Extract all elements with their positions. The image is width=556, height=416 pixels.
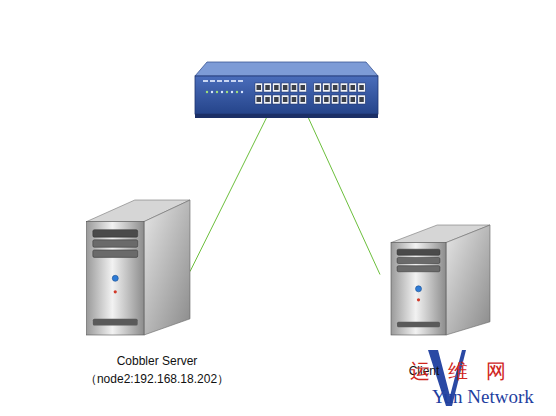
switch-port-hole xyxy=(257,97,262,102)
switch-port xyxy=(323,83,331,92)
server-front xyxy=(391,243,446,335)
switch-base xyxy=(195,114,378,118)
switch-port-hole xyxy=(274,85,279,90)
switch-port xyxy=(314,83,322,92)
node-label-box: Cobbler Server（node2:192.168.18.202） xyxy=(27,352,287,388)
server-drive-bay xyxy=(397,249,440,255)
switch-marking xyxy=(203,80,208,82)
switch-port xyxy=(255,95,263,104)
switch-top xyxy=(195,62,378,76)
switch-port-hole xyxy=(359,97,364,102)
switch-marking xyxy=(217,80,222,82)
switch-port-hole xyxy=(301,85,306,90)
switch-port-hole xyxy=(324,97,329,102)
switch-port xyxy=(340,83,348,92)
switch-led xyxy=(241,91,243,93)
server-front xyxy=(87,222,145,335)
switch-led xyxy=(236,91,238,93)
server-side xyxy=(144,200,190,335)
switch-port xyxy=(331,83,339,92)
switch-port-hole xyxy=(315,97,320,102)
switch-led xyxy=(216,91,218,93)
switch-front xyxy=(195,76,378,114)
server-icon xyxy=(75,200,190,335)
switch-led xyxy=(211,91,213,93)
switch-port xyxy=(314,95,322,104)
switch-port xyxy=(281,95,289,104)
server-power-led xyxy=(416,286,422,292)
server-drive-bay xyxy=(93,250,138,257)
node-name: Cobbler Server xyxy=(27,352,287,370)
node-address: （node2:192.168.18.202） xyxy=(27,370,287,388)
watermark-text: 运维网 xyxy=(410,358,524,385)
switch-marking xyxy=(231,80,236,82)
network-link xyxy=(308,118,380,275)
switch-led xyxy=(221,91,223,93)
switch-port-hole xyxy=(333,85,338,90)
switch-port-hole xyxy=(283,97,288,102)
server-node: Cobbler Server（node2:192.168.18.202） xyxy=(75,200,190,335)
switch-port-hole xyxy=(274,97,279,102)
server-node: Client xyxy=(380,225,490,335)
server-slot xyxy=(93,319,138,326)
switch-port-hole xyxy=(333,97,338,102)
switch-port-hole xyxy=(359,85,364,90)
switch-port xyxy=(290,95,298,104)
server-side xyxy=(446,225,490,335)
switch-port xyxy=(358,95,366,104)
switch-led xyxy=(231,91,233,93)
switch-port-hole xyxy=(315,85,320,90)
switch-port xyxy=(323,95,331,104)
switch-port-hole xyxy=(292,85,297,90)
switch-led xyxy=(206,91,208,93)
switch-port-hole xyxy=(265,97,270,102)
switch-port-hole xyxy=(342,97,347,102)
server-drive-bay xyxy=(93,240,138,247)
switch-port-hole xyxy=(283,85,288,90)
switch-port xyxy=(358,83,366,92)
network-link xyxy=(190,118,266,272)
server-slot xyxy=(397,322,440,328)
switch-port xyxy=(290,83,298,92)
switch-port xyxy=(349,83,357,92)
watermark-text: Yun Network xyxy=(432,386,534,408)
server-power-led xyxy=(112,275,118,281)
switch-port-hole xyxy=(301,97,306,102)
switch-port xyxy=(273,83,281,92)
switch-port xyxy=(255,83,263,92)
switch-port-hole xyxy=(342,85,347,90)
switch-port xyxy=(299,95,307,104)
switch-port-hole xyxy=(265,85,270,90)
switch-port xyxy=(349,95,357,104)
switch-port-hole xyxy=(292,97,297,102)
server-drive-bay xyxy=(397,266,440,272)
server-icon xyxy=(380,225,490,335)
server-status-led xyxy=(114,290,117,293)
switch-marking xyxy=(238,80,243,82)
switch-port-hole xyxy=(324,85,329,90)
switch-port-hole xyxy=(351,85,356,90)
switch-marking xyxy=(224,80,229,82)
switch-port xyxy=(299,83,307,92)
switch-port xyxy=(273,95,281,104)
server-drive-bay xyxy=(397,257,440,263)
switch-port xyxy=(264,83,272,92)
network-switch xyxy=(195,62,378,118)
switch-icon xyxy=(195,62,378,118)
switch-port-hole xyxy=(257,85,262,90)
switch-marking xyxy=(210,80,215,82)
switch-port xyxy=(340,95,348,104)
switch-port xyxy=(281,83,289,92)
switch-port xyxy=(331,95,339,104)
server-status-led xyxy=(417,298,420,301)
switch-port-hole xyxy=(351,97,356,102)
switch-port xyxy=(264,95,272,104)
switch-led xyxy=(226,91,228,93)
server-drive-bay xyxy=(93,230,138,237)
